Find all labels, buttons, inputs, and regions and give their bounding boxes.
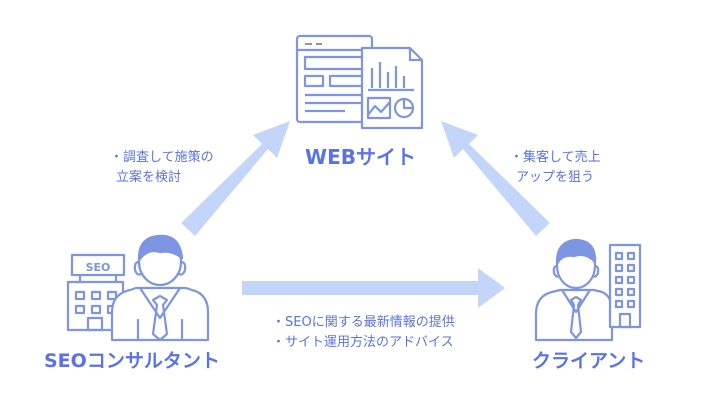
client-person-icon xyxy=(534,238,614,342)
seo-sign-text: SEO xyxy=(86,261,111,274)
arrow-consultant-to-web xyxy=(181,121,290,236)
web-site-title: WEBサイト xyxy=(305,145,416,169)
website-document-icon xyxy=(295,34,424,130)
client-title: クライアント xyxy=(532,350,646,372)
client-to-web-note: ・集客して売上 アップを狙う xyxy=(510,148,601,188)
note-line: ・サイト運用方法のアドバイス xyxy=(272,335,454,350)
consultant-to-client-note: ・SEOに関する最新情報の提供 ・サイト運用方法のアドバイス xyxy=(272,313,455,353)
consultant-person-icon xyxy=(110,234,210,342)
note-line: ・SEOに関する最新情報の提供 xyxy=(272,315,455,330)
note-line: 立案を検討 xyxy=(116,170,182,185)
note-line: ・調査して施策の xyxy=(110,150,214,165)
consultant-to-web-note: ・調査して施策の 立案を検討 xyxy=(110,148,214,188)
arrow-consultant-to-client xyxy=(242,268,505,308)
client-office-building-icon xyxy=(608,243,642,329)
note-line: ・集客して売上 xyxy=(510,150,601,165)
seo-consultant-title: SEOコンサルタント xyxy=(44,350,220,372)
arrow-client-to-web xyxy=(441,121,550,236)
note-line: アップを狙う xyxy=(516,170,595,185)
